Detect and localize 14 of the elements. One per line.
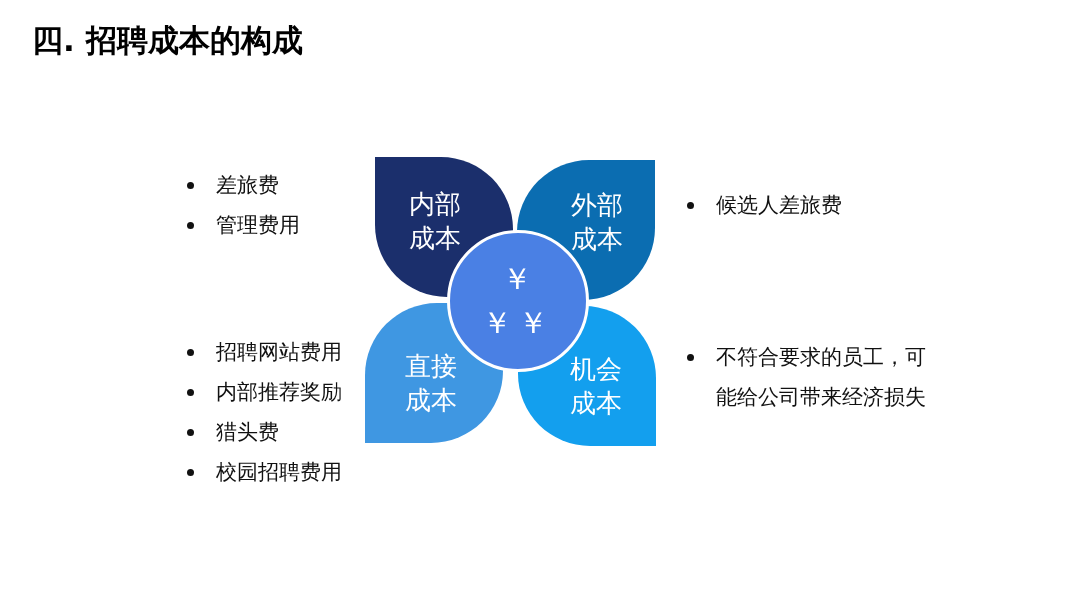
bullet-item: 内部推荐奖励 — [216, 379, 342, 406]
bullet-item: 招聘网站费用 — [216, 339, 342, 366]
bullet-item: 差旅费 — [216, 172, 279, 199]
petal-label: 外部成本 — [570, 189, 624, 256]
petal-label: 机会成本 — [569, 353, 623, 420]
bullet-item: 校园招聘费用 — [216, 459, 342, 486]
petal-label: 内部成本 — [408, 188, 462, 255]
bullet-item: 管理费用 — [216, 212, 300, 239]
bullet-item: 不符合要求的员工，可能给公司带来经济损失 — [716, 344, 927, 411]
page-title: 四. 招聘成本的构成 — [32, 21, 303, 60]
bullet-item: 猎头费 — [216, 419, 279, 446]
currency-symbols: ￥￥￥ — [482, 260, 555, 342]
petal-label: 直接成本 — [404, 350, 458, 417]
bullet-item: 候选人差旅费 — [716, 192, 842, 219]
